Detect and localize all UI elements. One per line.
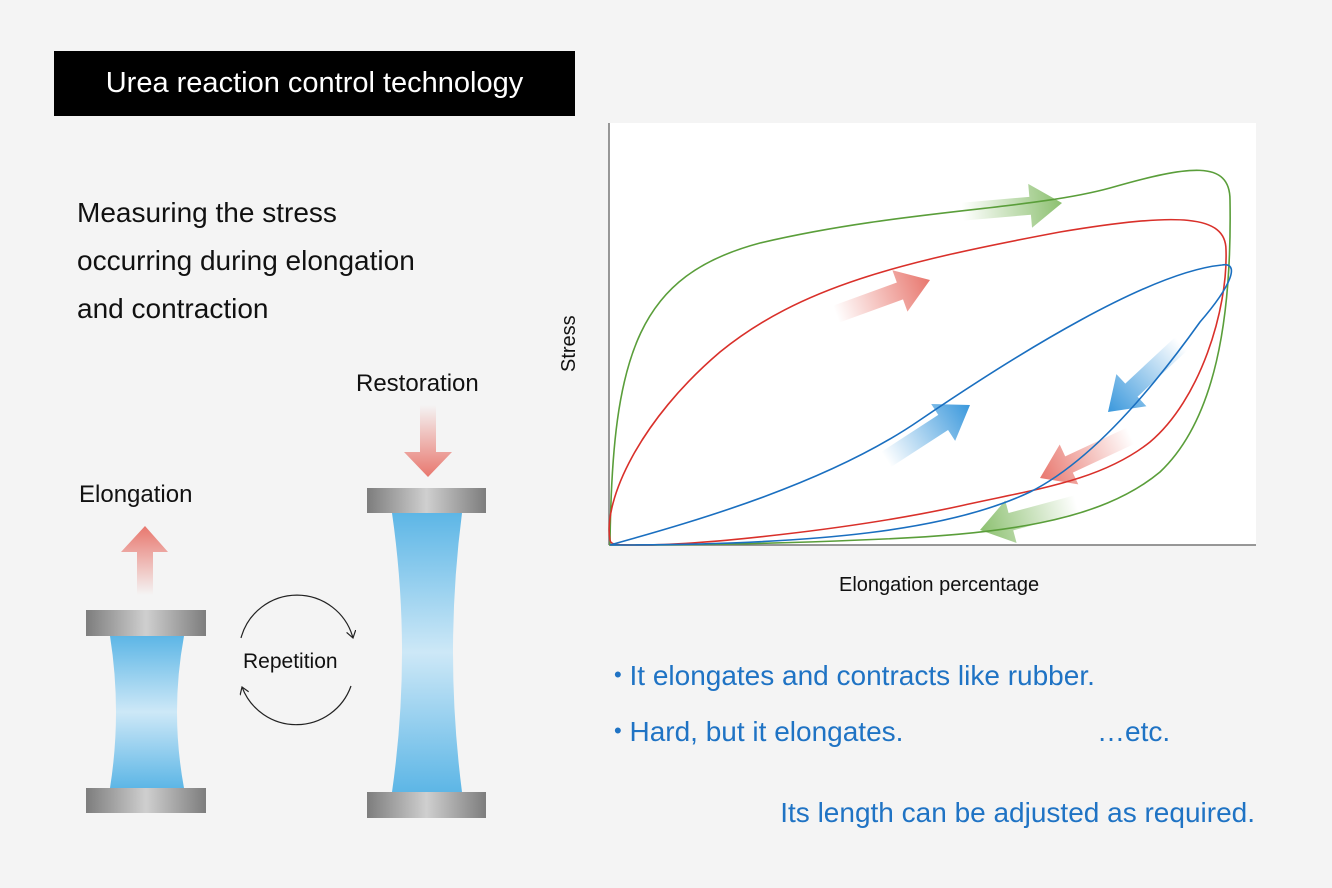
specimen-elongated (86, 610, 206, 813)
y-axis-label: Stress (558, 315, 580, 372)
heading-line-1: Measuring the stress (77, 197, 337, 228)
green-hysteresis-curve (609, 169, 1231, 546)
title-banner: Urea reaction control technology (54, 51, 575, 116)
x-axis-label: Elongation percentage (839, 574, 1040, 596)
footer-note: Its length can be adjusted as required. (780, 797, 1255, 828)
green-return-arrow-icon (980, 495, 1079, 543)
bullet-item-2: • Hard, but it elongates. (614, 716, 903, 748)
bullet-marker: • (614, 718, 622, 743)
elongation-label: Elongation (79, 481, 193, 508)
red-hysteresis-curve (608, 218, 1227, 546)
restoration-label: Restoration (356, 370, 479, 397)
etc-text: …etc. (1097, 716, 1171, 747)
blue-hysteresis-curve (609, 264, 1233, 546)
blue-forward-arrow-icon (881, 403, 970, 468)
heading-line-2: occurring during elongation (77, 245, 415, 276)
specimen-restored (367, 488, 486, 818)
heading-line-3: and contraction (77, 293, 269, 324)
repetition-label: Repetition (243, 650, 338, 673)
elongation-arrow-icon (121, 526, 168, 595)
blue-return-arrow-icon (1108, 337, 1188, 412)
bullet-item-1: • It elongates and contracts like rubber… (614, 660, 1095, 692)
red-return-arrow-icon (1040, 427, 1135, 485)
stress-strain-graph (608, 123, 1256, 546)
cycle-arrow-bottom-icon (242, 685, 352, 726)
direction-arrows (832, 183, 1188, 543)
cycle-arrow-top-icon (240, 594, 353, 638)
bullet-text: It elongates and contracts like rubber. (629, 660, 1095, 691)
bullet-text: Hard, but it elongates. (629, 716, 904, 747)
restoration-arrow-icon (404, 405, 452, 477)
bullet-marker: • (614, 662, 622, 687)
red-forward-arrow-icon (832, 270, 930, 323)
